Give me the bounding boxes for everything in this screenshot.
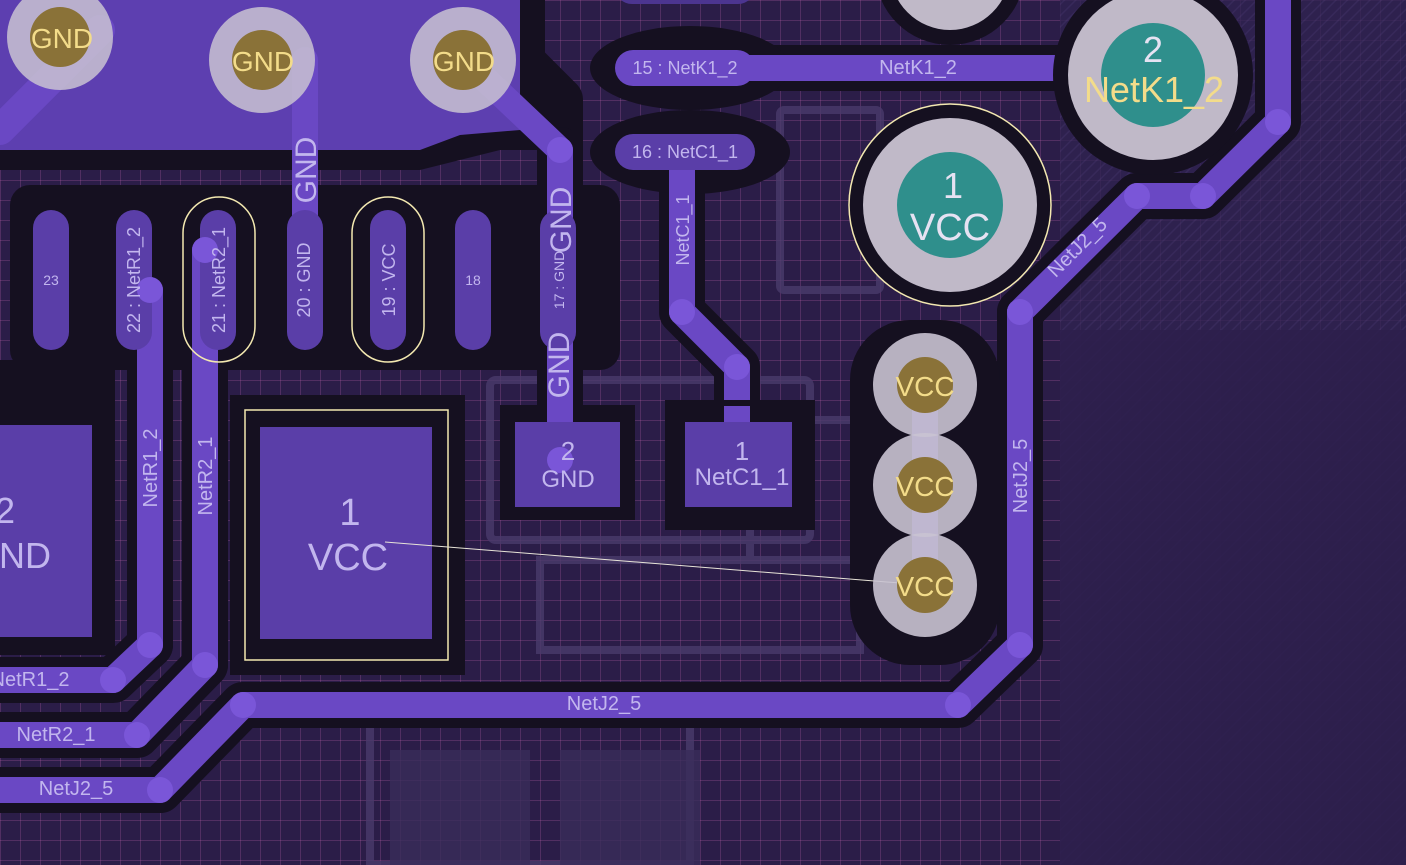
track-label-netj2-5-left: NetJ2_5	[39, 778, 114, 800]
gnd-via-1[interactable]	[7, 0, 113, 90]
pin-label-17: 17 : GND	[551, 251, 567, 309]
pin-label-20: 20 : GND	[294, 242, 314, 317]
track-label-gnd-17a: GND	[545, 187, 578, 254]
pin-label-18: 18	[465, 272, 481, 288]
ic-pin-row	[33, 210, 576, 350]
via-label-vcc-1: VCC	[895, 371, 954, 402]
netc1-smd-num: 1	[735, 436, 749, 466]
via-label-gnd-3: GND	[433, 46, 495, 77]
left-smd-pad[interactable]	[0, 425, 92, 637]
vcc-smd-pad-selection	[244, 409, 449, 661]
track-label-netr1-2: NetR1_2	[140, 429, 162, 508]
track-label-netj2-5-v: NetJ2_5	[1010, 439, 1032, 514]
inner-component-bottom	[390, 750, 530, 865]
gnd-via-2[interactable]	[209, 7, 315, 113]
ic-pin-14[interactable]	[615, 0, 755, 4]
track-label-netr2-1-h: NetR2_1	[17, 724, 96, 746]
via-label-gnd-1: GND	[31, 23, 93, 54]
netc1-smd-pad[interactable]	[685, 422, 792, 507]
track-end-dots	[100, 109, 1291, 803]
track-label-netr2-1: NetR2_1	[195, 437, 217, 516]
vcc-via-2[interactable]	[873, 433, 977, 537]
vcc-pad-net: VCC	[308, 537, 388, 579]
pin-21-highlight	[182, 196, 256, 363]
track-label-netc1-1: NetC1_1	[673, 194, 694, 265]
track-label-gnd-17b: GND	[543, 332, 576, 399]
tht-vcc-num: 1	[943, 165, 963, 206]
gnd-smd-net: GND	[541, 466, 594, 493]
ic-pin-23[interactable]	[33, 210, 69, 350]
ic-pin-18[interactable]	[455, 210, 491, 350]
tht-netk1-num: 2	[1143, 29, 1163, 70]
ic-pin-19[interactable]	[370, 210, 406, 350]
pin-label-21: 21 : NetR2_1	[209, 227, 230, 333]
ic-pin-20[interactable]	[287, 210, 323, 350]
ic-pin-15[interactable]	[615, 50, 755, 86]
via-label-vcc-2: VCC	[895, 471, 954, 502]
pin-label-23: 23	[43, 272, 59, 288]
gnd-via-3[interactable]	[410, 7, 516, 113]
track-netr1-2	[0, 277, 163, 693]
tht-pad-vcc[interactable]	[848, 103, 1052, 307]
vcc-smd-pad[interactable]	[260, 427, 432, 639]
left-pad-num: 2	[0, 490, 15, 531]
netc1-smd-outline	[665, 400, 813, 526]
board-region-dark	[1060, 330, 1406, 865]
gnd-smd-num: 2	[561, 436, 575, 466]
ic-pin-17[interactable]	[540, 210, 576, 350]
vcc-pad-num: 1	[339, 492, 360, 534]
left-pad-net: ND	[0, 535, 51, 576]
pin-19-highlight	[351, 196, 425, 363]
netc1-smd-net: NetC1_1	[695, 464, 790, 491]
ratsnest-vcc	[384, 541, 926, 586]
ic-pin-16[interactable]	[615, 134, 755, 170]
inner-component-bottom-2	[560, 750, 700, 865]
tht-pad-netk1[interactable]	[1053, 0, 1253, 175]
pin-label-19: 19 : VCC	[379, 243, 399, 316]
track-label-netj2-5-h: NetJ2_5	[567, 693, 642, 715]
track-label-netr1-2-h: NetR1_2	[0, 669, 69, 691]
vcc-via-1[interactable]	[873, 333, 977, 437]
pin-label-15: 15 : NetK1_2	[632, 58, 737, 79]
track-label-gnd-20: GND	[290, 137, 323, 204]
vcc-via-3[interactable]	[873, 533, 977, 637]
tht-vcc-net: VCC	[910, 207, 990, 249]
tht-netk1-net: NetK1_2	[1084, 69, 1224, 110]
track-label-netk1-2: NetK1_2	[879, 57, 957, 79]
ic-pin-22[interactable]	[116, 210, 152, 350]
pin-label-22: 22 : NetR1_2	[124, 227, 145, 333]
tht-pad-top[interactable]	[875, 0, 1025, 45]
track-netr2-1	[0, 237, 218, 748]
via-label-gnd-2: GND	[232, 46, 294, 77]
via-label-vcc-3: VCC	[895, 571, 954, 602]
pin-label-16: 16 : NetC1_1	[632, 142, 738, 163]
track-netj2-5-main	[0, 299, 1033, 803]
